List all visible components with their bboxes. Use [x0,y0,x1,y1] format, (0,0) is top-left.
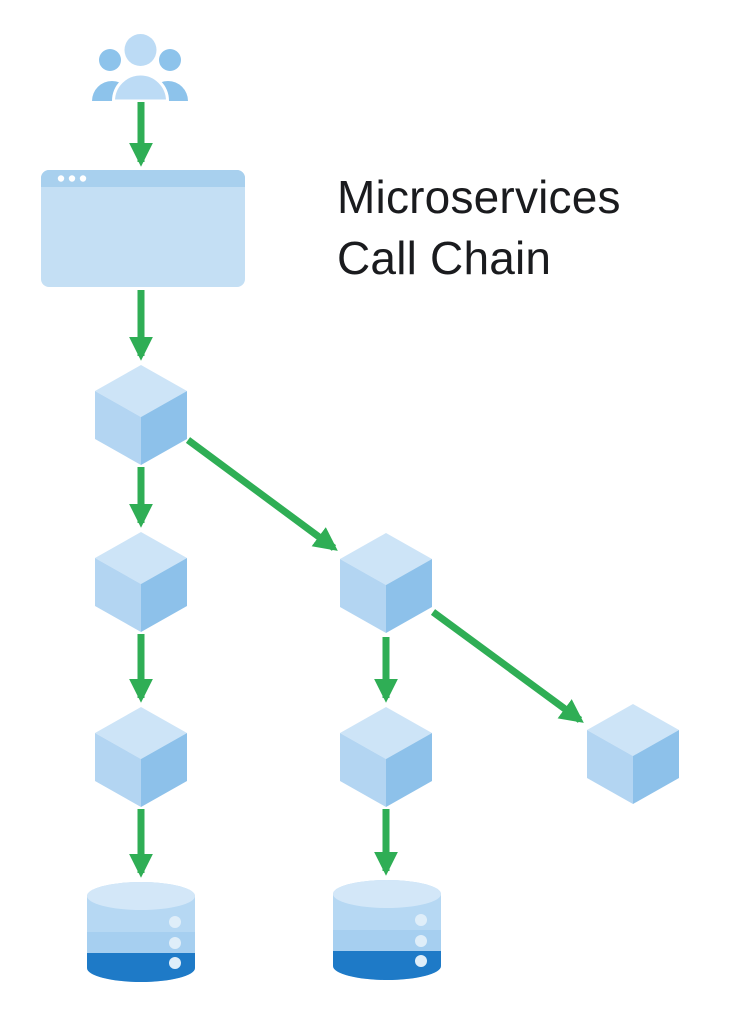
front-person-head [124,34,157,66]
service-cube-c [95,707,187,807]
title-line-2: Call Chain [337,232,552,284]
title-line-1: Microservices [337,171,621,223]
browser-header-dot [68,175,76,182]
back-person-head [99,49,121,71]
arrow-service-a-to-service-d [185,437,338,551]
back-person-head [159,49,181,71]
service-cube-d [340,533,432,633]
browser-header-dot [57,175,65,182]
browser-header-dot [79,175,87,182]
users-icon [92,34,188,102]
service-cube-f [587,704,679,804]
service-cube-a [95,365,187,465]
database-icon-2 [333,880,441,980]
arrow-service-d-to-service-f [430,609,584,723]
diagram-title: Microservices Call Chain [337,167,621,289]
front-person-body [111,72,170,102]
browser-body [41,170,245,287]
service-cube-b [95,532,187,632]
database-icon-1 [87,882,195,982]
browser-header-bar [41,170,245,187]
service-cube-e [340,707,432,807]
browser-window-icon [41,170,245,287]
